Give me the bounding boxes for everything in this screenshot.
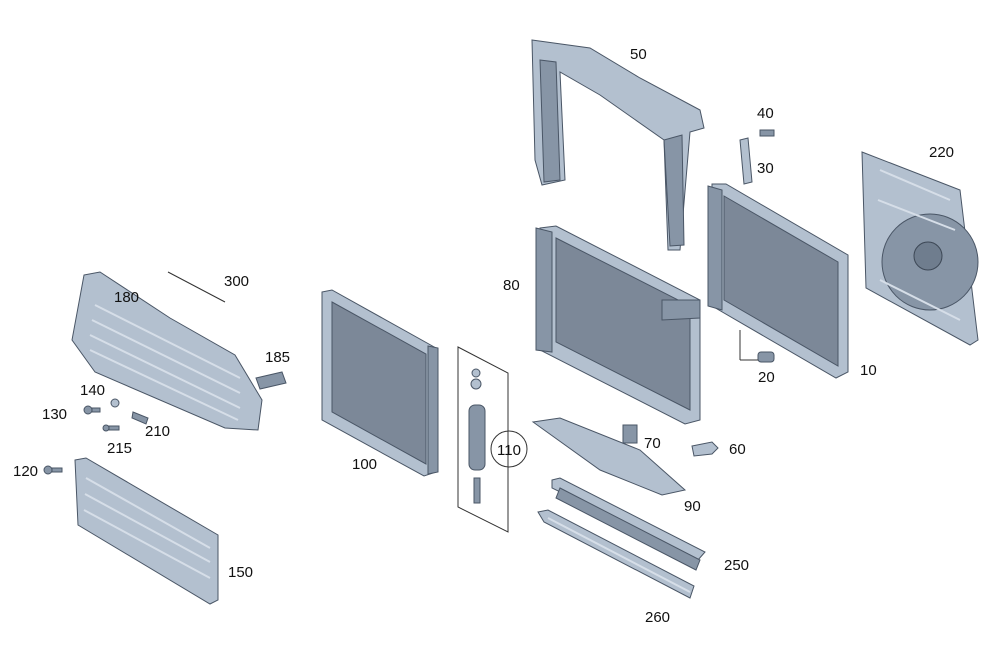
- label-300: 300: [224, 273, 249, 290]
- part-140-washer: [110, 398, 120, 408]
- label-220: 220: [929, 144, 954, 161]
- part-90-lower-deflector: [531, 417, 687, 496]
- label-130: 130: [42, 406, 67, 423]
- label-90: 90: [684, 498, 701, 515]
- label-140: 140: [80, 382, 105, 399]
- label-120: 120: [13, 463, 38, 480]
- part-260-lower-frame: [537, 509, 695, 599]
- part-110-receiver-dryer: [457, 346, 528, 533]
- label-50: 50: [630, 46, 647, 63]
- label-185: 185: [265, 349, 290, 366]
- part-60-sensor: [691, 441, 719, 457]
- part-10-main-radiator: [707, 183, 849, 379]
- part-215-screw: [102, 424, 120, 432]
- label-150: 150: [228, 564, 253, 581]
- label-30: 30: [757, 160, 774, 177]
- label-110: 110: [497, 442, 521, 459]
- label-80: 80: [503, 277, 520, 294]
- part-40-bolt: [759, 129, 775, 137]
- part-80-radiator: [535, 225, 701, 425]
- part-20-clip: [739, 330, 775, 363]
- label-260: 260: [645, 609, 670, 626]
- label-60: 60: [729, 441, 746, 458]
- part-100-condenser: [321, 289, 439, 477]
- label-250: 250: [724, 557, 749, 574]
- part-50-air-duct-frame: [531, 39, 705, 251]
- part-185-connector: [255, 371, 287, 390]
- part-300-indicator-line: [167, 271, 226, 303]
- label-70: 70: [644, 435, 661, 452]
- label-10: 10: [860, 362, 877, 379]
- part-130-bolt: [83, 405, 101, 415]
- part-210-clip: [131, 411, 149, 425]
- part-30-bracket: [739, 137, 753, 185]
- label-100: 100: [352, 456, 377, 473]
- part-150-lower-shutter: [74, 457, 219, 605]
- part-250-lower-rail: [551, 477, 706, 571]
- part-70-clip: [622, 424, 638, 444]
- label-215: 215: [107, 440, 132, 457]
- label-40: 40: [757, 105, 774, 122]
- label-180: 180: [114, 289, 139, 306]
- label-20: 20: [758, 369, 775, 386]
- part-180-air-shutter: [71, 271, 263, 431]
- part-220-fan-shroud: [861, 151, 979, 346]
- label-210: 210: [145, 423, 170, 440]
- part-120-bolt: [43, 465, 63, 475]
